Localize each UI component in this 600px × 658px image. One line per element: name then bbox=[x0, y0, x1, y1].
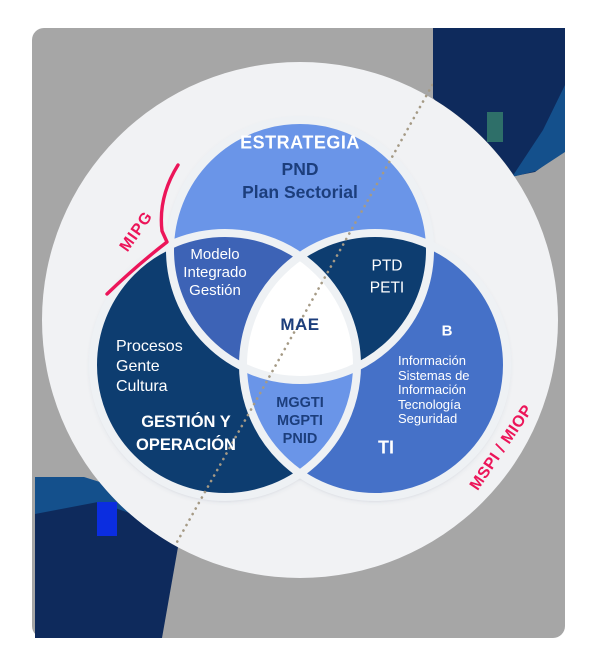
corner-decorations bbox=[35, 28, 565, 638]
ti-badge: B bbox=[441, 322, 453, 340]
text-line: Tecnología bbox=[398, 396, 461, 412]
overlap-estrategia-gestion-label: Modelo Integrado Gestión bbox=[183, 246, 246, 300]
corner-decoration-bottom-left bbox=[35, 477, 178, 638]
text-line: Sistemas de bbox=[398, 367, 470, 383]
mipg-brace bbox=[105, 163, 180, 296]
text-line: GESTIÓN Y bbox=[141, 413, 231, 431]
overlap-gestion-ti-label: MGGTI MGPTI PNID bbox=[276, 394, 324, 448]
text-line: Modelo bbox=[190, 246, 240, 263]
venn-regions bbox=[93, 120, 507, 497]
text-line: Información bbox=[398, 352, 466, 368]
text-line: MGPTI bbox=[277, 413, 323, 429]
text-line: PETI bbox=[369, 279, 405, 296]
text-line: PNID bbox=[282, 431, 318, 447]
text-line: Seguridad bbox=[398, 410, 458, 426]
dotted-divider-line bbox=[122, 28, 465, 639]
text-line: Integrado bbox=[183, 264, 247, 281]
gestion-items: Procesos Gente Cultura bbox=[116, 337, 183, 397]
center-mae-label: MAE bbox=[280, 315, 320, 334]
text-line: Gente bbox=[116, 358, 160, 375]
text-line: Cultura bbox=[116, 378, 168, 395]
gestion-title: GESTIÓN Y OPERACIÓN bbox=[136, 411, 236, 457]
estrategia-items: PND Plan Sectorial bbox=[242, 158, 358, 204]
text-line: Información bbox=[398, 381, 466, 397]
text-line: Plan Sectorial bbox=[242, 182, 358, 202]
corner-decoration-top-right bbox=[433, 28, 565, 178]
text-line: Procesos bbox=[116, 338, 183, 355]
text-line: MGGTI bbox=[276, 395, 324, 411]
text-line: Gestión bbox=[189, 282, 241, 299]
ti-items: Información Sistemas de Información Tecn… bbox=[398, 352, 470, 427]
overlap-estrategia-ti-label: PTD PETI bbox=[370, 256, 404, 299]
region-seams bbox=[89, 116, 511, 501]
ti-title: TI bbox=[378, 437, 394, 458]
estrategia-title: ESTRATEGIA bbox=[240, 132, 360, 153]
center-mae-region bbox=[243, 233, 357, 380]
text-line: PTD bbox=[371, 257, 403, 275]
text-line: OPERACIÓN bbox=[136, 436, 236, 454]
text-line: PND bbox=[281, 159, 319, 179]
